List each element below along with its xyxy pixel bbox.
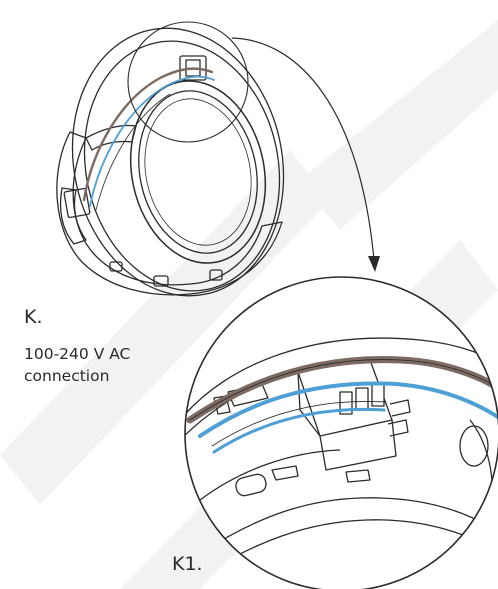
leader-arrow-head	[368, 256, 380, 272]
base-collar	[56, 131, 283, 296]
overview-label: K.	[24, 306, 43, 328]
terminal-block	[63, 187, 91, 219]
detail-terminal-block	[297, 359, 411, 471]
housing-outer-ring	[71, 27, 285, 297]
top-connector	[179, 55, 207, 81]
overview-ring-unit	[56, 27, 285, 297]
zoom-highlight-circle	[127, 21, 249, 143]
detail-label: K1.	[172, 553, 203, 575]
connection-caption: 100-240 V AC connection	[24, 343, 130, 387]
inner-ring	[129, 80, 267, 264]
leader-arrow-line	[231, 37, 375, 261]
detail-cable-blue	[198, 381, 498, 438]
detail-magnified-view	[185, 277, 498, 589]
detail-circle-outline	[184, 276, 498, 589]
cable-tray	[59, 187, 87, 245]
overview-cable-blue	[89, 75, 215, 207]
inner-ring-edge	[138, 90, 258, 254]
connection-caption-line1: 100-240 V AC	[24, 345, 131, 363]
overview-cable-brown	[82, 67, 214, 202]
housing-outer-ring-edge	[83, 40, 281, 292]
overview-cables	[82, 67, 215, 211]
connection-caption-line2: connection	[24, 367, 110, 385]
